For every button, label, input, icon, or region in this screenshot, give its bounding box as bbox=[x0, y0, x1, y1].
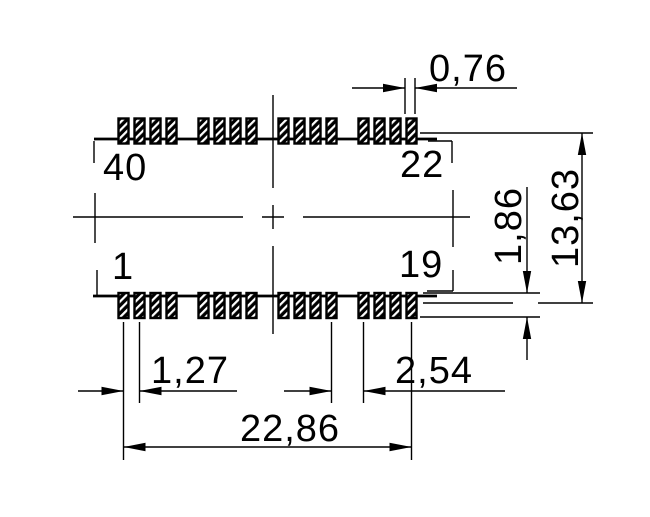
arrowhead bbox=[389, 442, 412, 452]
dim-pad-width: 0,76 bbox=[429, 48, 507, 90]
dim-pad-height: 1,86 bbox=[488, 187, 530, 265]
pad bbox=[357, 291, 370, 320]
dim-row-to-row-height: 13,63 bbox=[545, 168, 587, 268]
pin-label-1: 1 bbox=[112, 246, 134, 288]
pad bbox=[357, 117, 370, 145]
arrowhead bbox=[577, 133, 587, 155]
pad bbox=[389, 117, 402, 145]
pin-label-19: 19 bbox=[399, 244, 443, 286]
pad bbox=[117, 117, 130, 145]
pad bbox=[197, 291, 210, 320]
arrowhead bbox=[309, 386, 332, 396]
pad bbox=[165, 117, 178, 145]
pad bbox=[325, 291, 338, 320]
arrowhead bbox=[139, 386, 162, 396]
pad bbox=[229, 117, 242, 145]
pad bbox=[149, 291, 162, 320]
edge-tick-marks bbox=[94, 190, 454, 247]
arrowhead bbox=[383, 83, 405, 93]
pin-label-22: 22 bbox=[400, 144, 444, 186]
pad bbox=[213, 117, 226, 145]
arrowheads bbox=[101, 83, 587, 452]
pad bbox=[245, 291, 258, 320]
pad bbox=[165, 291, 178, 320]
pad bbox=[277, 117, 290, 145]
pad bbox=[117, 291, 130, 320]
arrowhead bbox=[123, 442, 146, 452]
arrowhead bbox=[363, 386, 386, 396]
pin-label-40: 40 bbox=[103, 147, 147, 189]
arrowhead bbox=[522, 271, 532, 293]
dim-row-span: 22,86 bbox=[240, 408, 340, 450]
pad bbox=[245, 117, 258, 145]
arrowhead bbox=[522, 317, 532, 339]
pad bbox=[133, 291, 146, 320]
dim-group-gap: 2,54 bbox=[395, 350, 473, 392]
pad bbox=[133, 117, 146, 145]
pad bbox=[309, 291, 322, 320]
pad bbox=[325, 117, 338, 145]
pad bbox=[197, 117, 210, 145]
pad-row-top bbox=[117, 117, 418, 145]
arrowhead bbox=[101, 386, 124, 396]
pad bbox=[309, 117, 322, 145]
pad bbox=[373, 117, 386, 145]
pin-label-brackets bbox=[93, 140, 454, 295]
pad bbox=[293, 291, 306, 320]
pad bbox=[293, 117, 306, 145]
pad bbox=[405, 291, 418, 320]
pad-row-bottom bbox=[117, 291, 418, 320]
pad bbox=[229, 291, 242, 320]
arrowhead bbox=[577, 281, 587, 303]
extension-lines bbox=[122, 78, 593, 460]
pad bbox=[389, 291, 402, 320]
pad bbox=[149, 117, 162, 145]
pad bbox=[277, 291, 290, 320]
pad bbox=[405, 117, 418, 145]
arrowhead bbox=[415, 83, 437, 93]
dim-pin-pitch: 1,27 bbox=[151, 350, 229, 392]
pad bbox=[213, 291, 226, 320]
pad bbox=[373, 291, 386, 320]
